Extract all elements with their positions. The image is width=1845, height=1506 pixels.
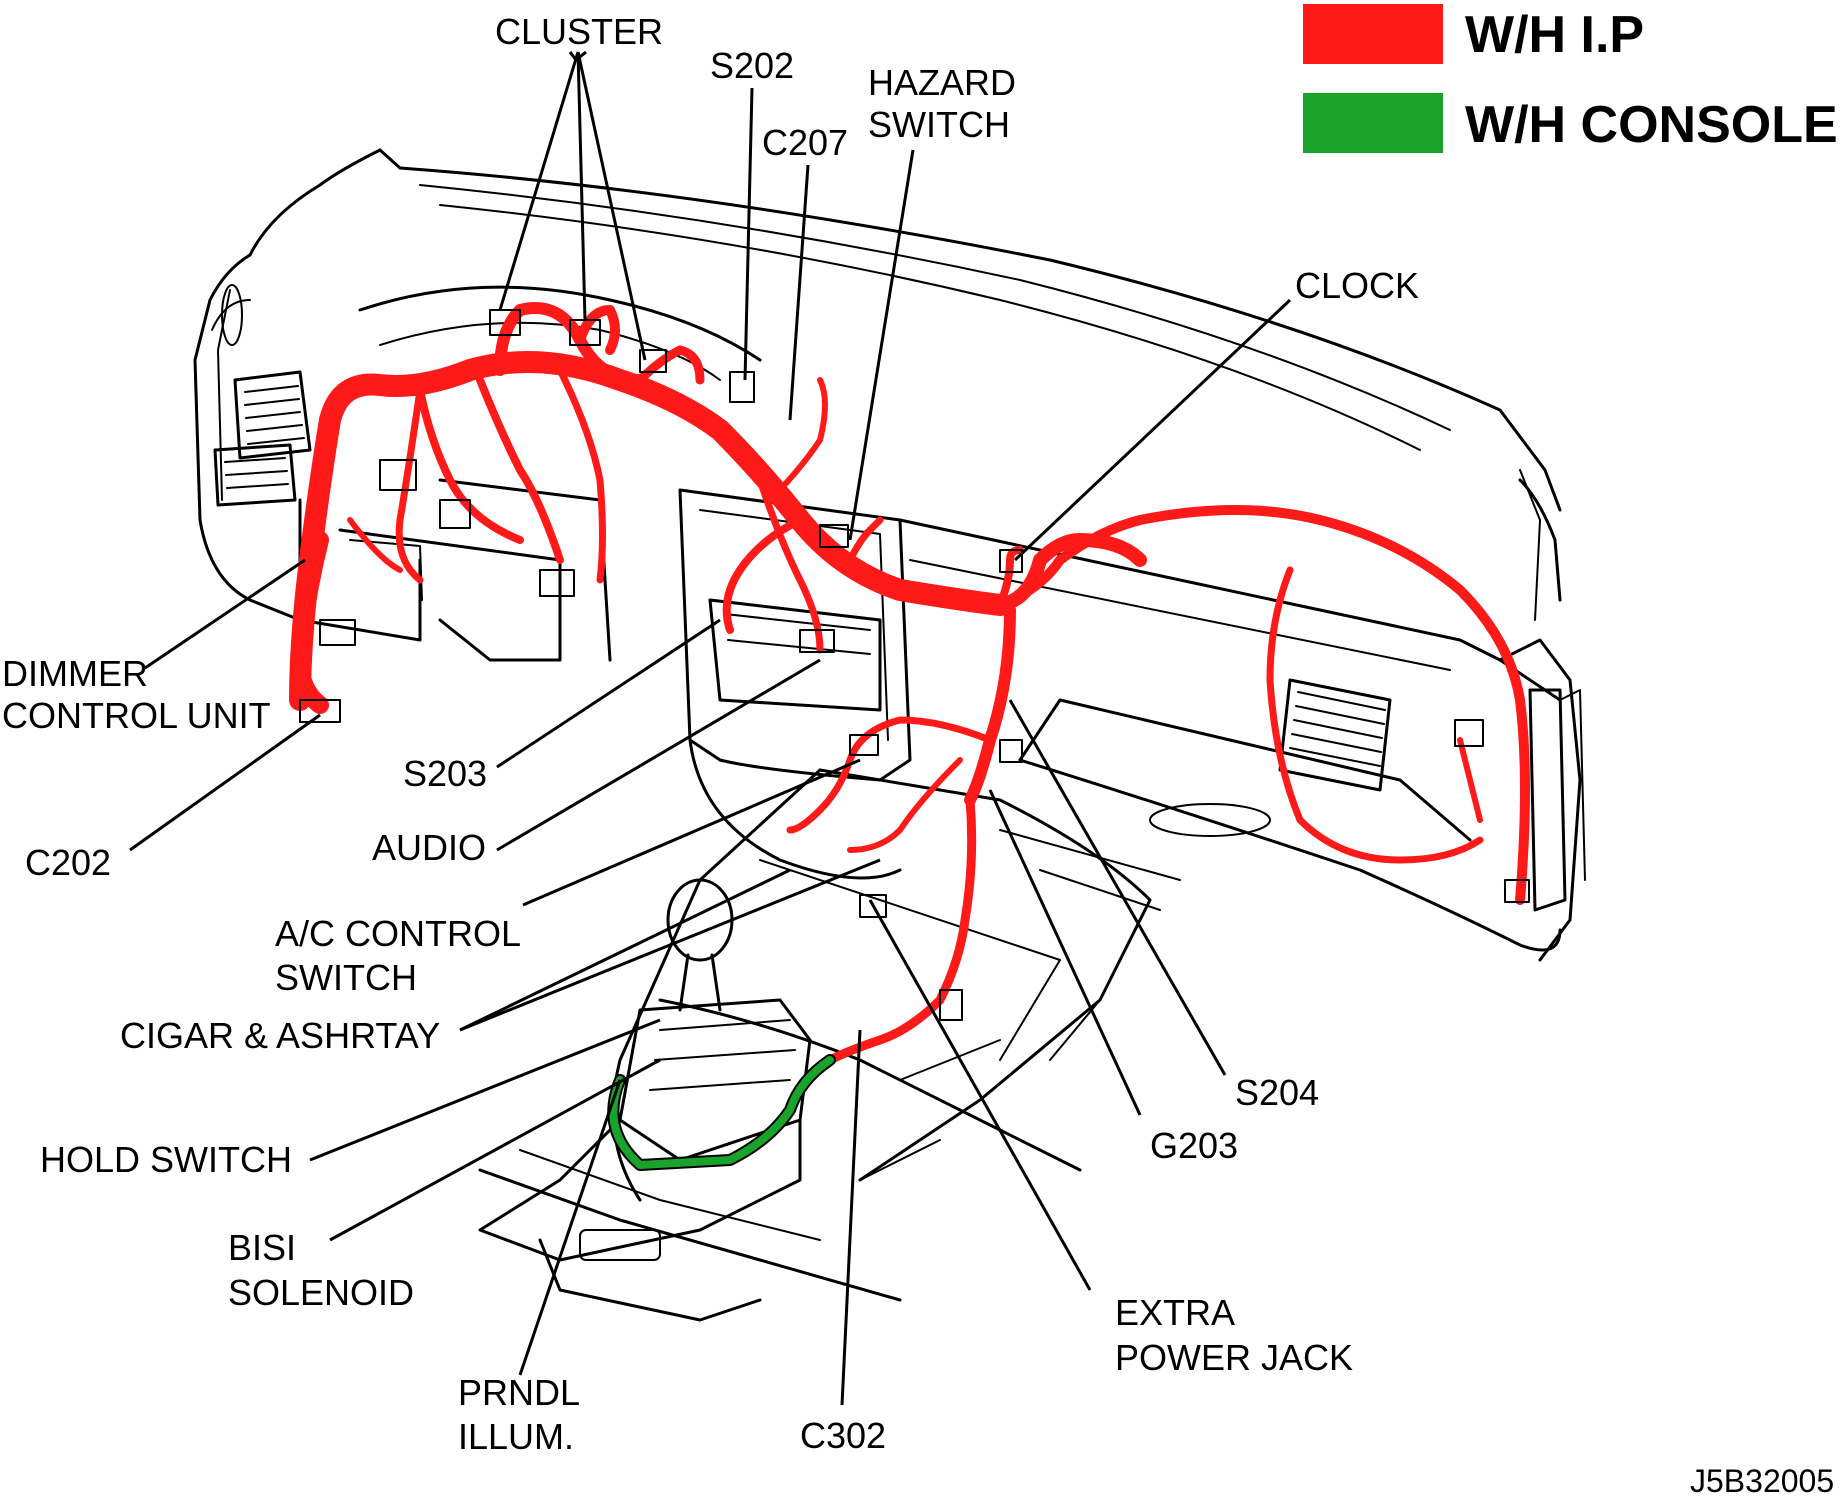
leader-hazard	[848, 149, 915, 541]
leader-c302	[840, 1029, 862, 1406]
label-prndl-1: PRNDL	[458, 1372, 580, 1413]
label-hazard-2: SWITCH	[868, 104, 1010, 145]
leader-g203	[988, 789, 1142, 1116]
label-audio: AUDIO	[372, 827, 486, 868]
leader-s203	[496, 618, 721, 769]
leader-hold	[309, 1018, 661, 1162]
label-ac-2: SWITCH	[275, 957, 417, 998]
leader-cluster-2	[576, 51, 587, 321]
label-hazard-1: HAZARD	[868, 62, 1016, 103]
label-hold: HOLD SWITCH	[40, 1139, 292, 1180]
label-cigar: CIGAR & ASHRTAY	[120, 1015, 440, 1056]
callout-labels: CLUSTER S202 C207 HAZARD SWITCH CLOCK DI…	[2, 11, 1834, 1499]
console-harness	[607, 1054, 836, 1171]
label-extra-2: POWER JACK	[1115, 1337, 1353, 1378]
legend-label-console: W/H CONSOLE	[1465, 96, 1838, 154]
dashboard-outline	[193, 148, 1586, 1322]
leader-cluster-3	[576, 51, 647, 361]
figure-id: J5B32005	[1690, 1463, 1834, 1499]
leader-bisi	[329, 1058, 661, 1242]
legend-swatch-console	[1303, 93, 1443, 153]
leader-s204	[1008, 699, 1227, 1076]
label-c202: C202	[25, 842, 111, 883]
label-ac-1: A/C CONTROL	[275, 913, 521, 954]
label-s204: S204	[1235, 1072, 1319, 1113]
leader-prndl	[518, 1079, 622, 1376]
leader-cluster-1	[498, 51, 580, 311]
leader-lines	[129, 50, 1292, 1406]
leader-dimmer	[144, 558, 306, 670]
legend: W/H I.P W/H CONSOLE	[1303, 4, 1838, 154]
leader-cigar-1	[459, 868, 791, 1032]
legend-swatch-ip	[1303, 4, 1443, 64]
leader-cigar-2	[459, 858, 881, 1032]
label-dimmer-2: CONTROL UNIT	[2, 695, 271, 736]
leader-s202	[743, 87, 754, 381]
label-g203: G203	[1150, 1125, 1238, 1166]
label-extra-1: EXTRA	[1115, 1292, 1235, 1333]
legend-label-ip: W/H I.P	[1465, 6, 1644, 64]
label-prndl-2: ILLUM.	[458, 1416, 574, 1457]
leader-ac	[522, 758, 861, 907]
ip-harness	[289, 302, 1530, 1065]
label-clock: CLOCK	[1295, 265, 1419, 306]
label-bisi-1: BISI	[228, 1227, 296, 1268]
leader-audio	[496, 658, 821, 852]
label-s203: S203	[403, 753, 487, 794]
label-dimmer-1: DIMMER	[2, 653, 148, 694]
label-s202: S202	[710, 45, 794, 86]
leader-extra	[868, 899, 1092, 1291]
label-c302: C302	[800, 1415, 886, 1456]
leader-c207	[788, 164, 810, 421]
label-c207: C207	[762, 122, 848, 163]
leader-c202	[129, 713, 321, 852]
connectors	[299, 309, 1530, 1021]
leader-clock	[1013, 298, 1292, 562]
label-bisi-2: SOLENOID	[228, 1272, 414, 1313]
label-cluster: CLUSTER	[495, 11, 663, 52]
